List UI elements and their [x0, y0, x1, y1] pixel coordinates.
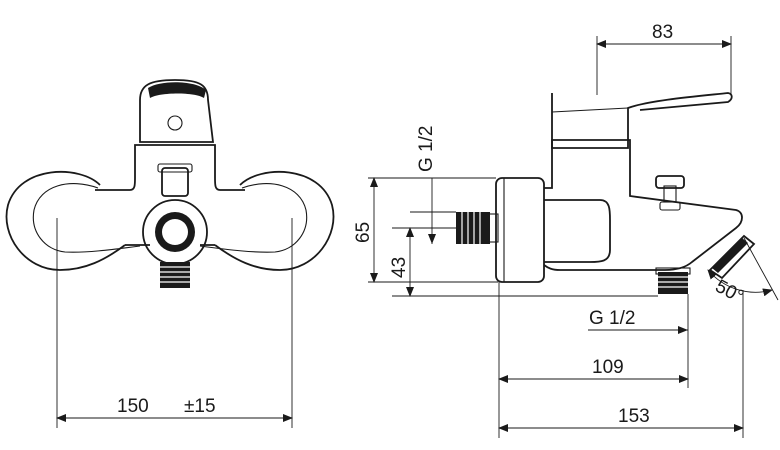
left-eccentric-arm: [32, 183, 141, 253]
dim-83-value: 83: [652, 22, 673, 43]
dim-inlet-arrow: [428, 234, 436, 244]
diverter-cap: [157, 163, 193, 173]
side-view: 83 G 1/2 65 43 50° G 1/2 109 153: [353, 22, 779, 438]
dim-angle-ref: [743, 237, 779, 301]
inlet-nut: [487, 213, 499, 243]
lever-handle: [139, 79, 215, 143]
left-wall-cover: [5, 170, 126, 271]
bottom-outlet-thread-lines: [658, 276, 688, 288]
dim-109-value: 109: [592, 357, 624, 378]
spout-aerator: [712, 238, 748, 273]
dim-inlet-thread-value: G 1/2: [416, 126, 437, 172]
right-wall-cover: [214, 170, 335, 271]
diverter-knob: [161, 167, 189, 197]
front-view: 150 ±15: [5, 79, 335, 428]
side-lever: [551, 92, 733, 149]
side-diverter-base: [659, 201, 681, 211]
side-body: [544, 199, 611, 263]
mixer-body: [95, 144, 245, 191]
outlet-thread: [160, 262, 190, 288]
lever-indicator: [167, 115, 183, 131]
outlet-thread-lines: [160, 266, 190, 283]
dim-150-value: 150: [117, 396, 149, 417]
outlet-aerator: [162, 219, 188, 245]
wall-flange: [495, 177, 545, 283]
side-body-upper: [543, 139, 743, 271]
dim-150-tolerance: ±15: [184, 396, 216, 417]
inlet-thread: [456, 212, 490, 244]
side-diverter-cap: [655, 175, 685, 189]
dim-outlet-thread-value: G 1/2: [589, 308, 635, 329]
dim-outlet-arrow: [678, 326, 688, 334]
dim-angle-arc: [707, 269, 773, 297]
dim-65-value: 65: [353, 222, 374, 243]
lever-top-cap: [148, 82, 206, 98]
right-eccentric-arm: [199, 183, 308, 253]
dim-153-value: 153: [618, 406, 650, 427]
bottom-outlet-nut: [655, 267, 691, 275]
inlet-thread-lines: [461, 212, 481, 244]
bottom-outlet-thread: [658, 272, 688, 294]
side-lever-seam: [551, 107, 629, 113]
dim-angle-value: 50°: [712, 276, 747, 308]
dim-43-value: 43: [389, 257, 410, 278]
